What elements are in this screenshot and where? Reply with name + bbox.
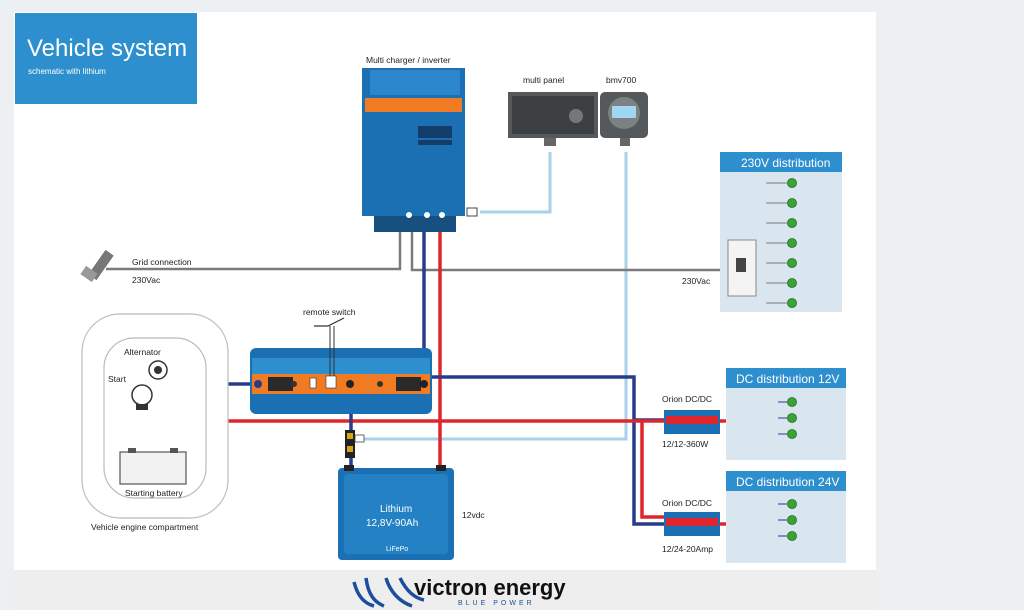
grid-plug-icon [80, 249, 114, 283]
orion-dcdc-2: Orion DC/DC 12/24-20Amp [662, 498, 720, 554]
multi-label: Multi charger / inverter [366, 55, 451, 65]
comm-cables [364, 152, 628, 441]
starter-motor-icon [131, 384, 153, 410]
lifepo-label: LiFePo [386, 546, 408, 553]
orion1-blue-wire [422, 375, 664, 422]
lithium-name: Lithium [380, 504, 412, 515]
footer-brand-name: victron energy [414, 575, 566, 600]
grid-label: Grid connection [132, 257, 192, 267]
multi-inverter: Multi charger / inverter [362, 55, 478, 232]
ac-out-wire [410, 212, 732, 272]
dc24-title: DC distribution 24V [736, 475, 839, 489]
multi-panel-label: multi panel [523, 75, 564, 85]
ac-out-voltage-label: 230Vac [682, 276, 711, 286]
orion-1-label: Orion DC/DC [662, 394, 712, 404]
multi-panel: multi panel [508, 75, 598, 146]
grid-voltage-label: 230Vac [132, 275, 161, 285]
footer-brand-tagline: BLUE POWER [458, 600, 535, 607]
engine-compartment: Alternator Start Starting battery Vehicl… [81, 313, 229, 532]
bmv-shunt [345, 430, 365, 458]
schematic-svg: Multi charger / inverter multi panel bmv… [80, 55, 846, 608]
alternator-label: Alternator [124, 347, 161, 357]
lithium-spec: 12,8V-90Ah [366, 518, 418, 529]
starting-battery-label: Starting battery [125, 488, 183, 498]
battery-voltage-label: 12vdc [462, 510, 485, 520]
battery-protect-unit: remote switch [250, 307, 432, 414]
engine-compartment-label: Vehicle engine compartment [91, 522, 199, 532]
starting-battery: Starting battery [119, 448, 187, 498]
victron-logo-icon [352, 577, 425, 608]
orion2-blue-wire [632, 420, 664, 526]
dist230: 230V distribution [720, 152, 842, 312]
dc12-title: DC distribution 12V [736, 372, 839, 386]
dist230-title: 230V distribution [741, 156, 830, 170]
page-title: Vehicle system [27, 35, 188, 62]
dc-dist-12v: DC distribution 12V [726, 368, 846, 460]
bmv-cable [364, 152, 628, 441]
alternator-icon [148, 360, 168, 380]
orion-dcdc-1: Orion DC/DC 12/12-360W [662, 394, 720, 449]
orion-1-spec: 12/12-360W [662, 439, 708, 449]
lithium-battery: Lithium 12,8V-90Ah LiFePo 12vdc [338, 465, 485, 560]
footer-bar [14, 570, 876, 610]
orion2-red-wire [640, 421, 664, 519]
dc-dist-24v: DC distribution 24V [726, 471, 846, 563]
multi-panel-cable [480, 152, 552, 214]
grid-connection: Grid connection 230Vac 230Vac [80, 249, 711, 286]
page-subtitle: schematic with lithium [28, 67, 106, 76]
dc-wires [154, 212, 780, 546]
orion-2-spec: 12/24-20Amp [662, 544, 713, 554]
footer-brand: victron energy BLUE POWER [352, 575, 566, 608]
title-box: Vehicle system schematic with lithium [15, 13, 197, 104]
start-label: Start [108, 374, 127, 384]
orion-2-label: Orion DC/DC [662, 498, 712, 508]
remote-switch-label: remote switch [303, 307, 356, 317]
diagram-sheet: Vehicle system schematic with lithium [14, 12, 876, 610]
bmv-label: bmv700 [606, 75, 637, 85]
bmv700: bmv700 [600, 75, 648, 146]
